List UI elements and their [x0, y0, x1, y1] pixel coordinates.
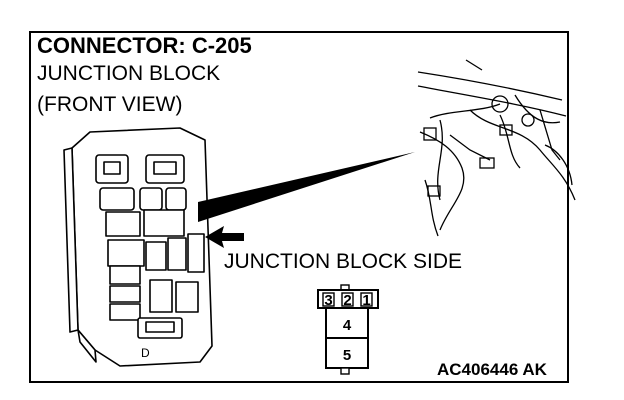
diagram-frame [29, 31, 569, 383]
connector-title: CONNECTOR: C-205 [37, 33, 252, 58]
callout-wedge [198, 152, 415, 222]
view-label: (FRONT VIEW) [37, 93, 183, 116]
figure-code: AC406446 AK [437, 360, 547, 379]
embossed-d-label: D [141, 346, 150, 360]
pin-5-label: 5 [343, 347, 351, 364]
pin-1-label: 1 [362, 292, 370, 309]
connector-pin-diagram: 3 2 1 4 5 [317, 284, 379, 375]
dashboard-wiring-illustration [417, 59, 576, 237]
pin-2-label: 2 [343, 292, 351, 309]
junction-block-illustration [63, 127, 213, 367]
pin-3-label: 3 [324, 292, 332, 309]
junction-block-side-label: JUNCTION BLOCK SIDE [224, 250, 463, 273]
arrow-to-block-icon [205, 226, 244, 248]
junction-block-label: JUNCTION BLOCK [37, 62, 221, 85]
pin-4-label: 4 [343, 317, 352, 334]
